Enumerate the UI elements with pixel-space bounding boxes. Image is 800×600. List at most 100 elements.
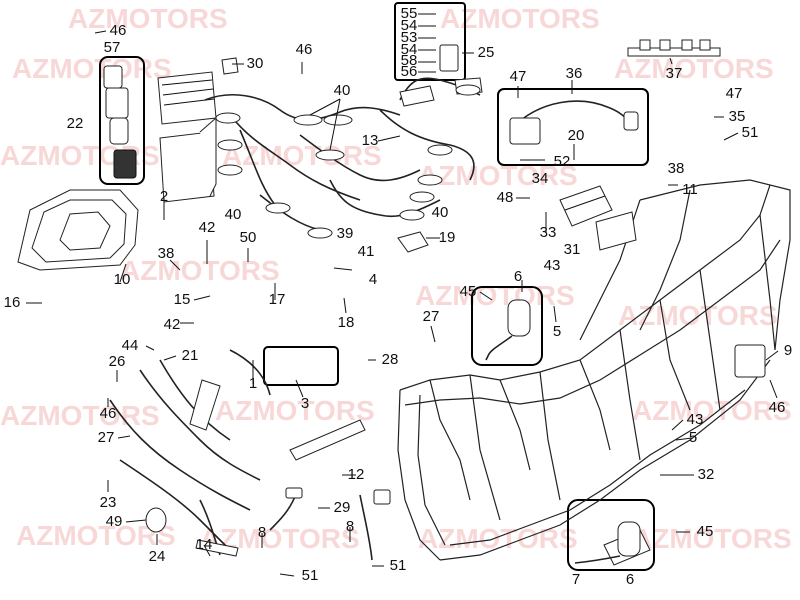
part-number-label: 4	[369, 271, 377, 288]
part-number-label: 56	[401, 63, 418, 80]
part-number-label: 50	[240, 229, 257, 246]
part-number-label: 45	[460, 283, 477, 300]
ignition-coil-top	[485, 299, 531, 361]
part-number-label: 7	[572, 571, 580, 588]
part-number-label: 34	[532, 170, 549, 187]
part-number-label: 15	[174, 291, 191, 308]
watermark: AZMOTORS	[12, 53, 172, 84]
part-number-label: 3	[301, 395, 309, 412]
part-number-label: 51	[390, 557, 407, 574]
part-number-label: 22	[67, 115, 84, 132]
part-number-label: 29	[334, 499, 351, 516]
part-number-label: 28	[382, 351, 399, 368]
ignition-coil-bottom	[574, 521, 641, 564]
part-number-label: 2	[160, 188, 168, 205]
sensor-cable-box	[497, 88, 649, 166]
part-number-label: 11	[682, 181, 698, 198]
part-number-label: 43	[544, 257, 561, 274]
ignition-coil-box-top	[471, 286, 543, 366]
part-number-label: 48	[497, 189, 514, 206]
part-number-label: 36	[566, 65, 583, 82]
part-number-label: 31	[564, 241, 581, 258]
fuse-set	[418, 13, 459, 73]
part-number-label: 6	[626, 571, 634, 588]
part-number-label: 1	[249, 375, 257, 392]
regulator	[559, 185, 637, 251]
watermark: AZMOTORS	[440, 3, 600, 34]
part-number-label: 33	[540, 224, 557, 241]
part-number-label: 23	[100, 494, 117, 511]
part-number-label: 9	[784, 342, 792, 359]
part-number-label: 8	[258, 524, 266, 541]
part-number-label: 38	[158, 245, 175, 262]
bracket-37	[627, 39, 721, 57]
part-numbers: 46 57 30 46 55 54 53 54 58 56 25 36 37 4…	[4, 5, 793, 588]
part-number-label: 10	[114, 271, 131, 288]
frame	[397, 179, 791, 566]
part-number-label: 39	[337, 225, 354, 242]
part-number-label: 18	[338, 314, 355, 331]
part-number-label: 19	[439, 229, 456, 246]
part-number-label: 46	[100, 405, 117, 422]
part-number-label: 37	[666, 65, 683, 82]
part-number-label: 47	[510, 68, 527, 85]
part-number-label: 21	[182, 347, 199, 364]
part-number-label: 13	[362, 132, 379, 149]
relay-group-box	[99, 56, 145, 185]
part-number-label: 20	[568, 127, 585, 144]
ignition-coil-box-bottom	[567, 499, 655, 571]
watermark: AZMOTORS	[215, 395, 375, 426]
part-number-label: 17	[269, 291, 286, 308]
part-number-label: 16	[4, 294, 21, 311]
watermark: AZMOTORS	[120, 255, 280, 286]
part-number-label: 51	[302, 567, 319, 584]
sensor-cable	[509, 100, 639, 145]
watermark: AZMOTORS	[68, 3, 228, 34]
part-number-label: 57	[104, 39, 121, 56]
part-number-label: 43	[687, 411, 704, 428]
watermark: AZMOTORS	[618, 300, 778, 331]
part-number-label: 52	[554, 153, 571, 170]
part-number-label: 49	[106, 513, 123, 530]
speed-sensor-cables	[269, 487, 391, 561]
part-number-label: 38	[668, 160, 685, 177]
part-number-label: 42	[164, 316, 181, 333]
fuse-group-box	[394, 2, 466, 81]
part-number-label: 40	[334, 82, 351, 99]
part-number-label: 40	[432, 204, 449, 221]
storage-box	[17, 189, 139, 271]
part-number-label: 5	[689, 429, 697, 446]
part-number-label: 12	[348, 466, 365, 483]
part-number-label: 27	[98, 429, 115, 446]
battery-assembly	[157, 57, 239, 203]
relay-assembly	[103, 65, 137, 179]
part-number-label: 40	[225, 206, 242, 223]
part-number-label: 8	[346, 518, 354, 535]
part-number-label: 14	[196, 536, 213, 553]
watermark: AZMOTORS	[614, 53, 774, 84]
part-number-label: 27	[423, 308, 440, 325]
part-number-label: 46	[296, 41, 313, 58]
watermark: AZMOTORS	[415, 280, 575, 311]
part-number-label: 26	[109, 353, 126, 370]
speedometer-cable-box	[263, 346, 339, 386]
watermark: AZMOTORS	[222, 140, 382, 171]
part-number-label: 25	[478, 44, 495, 61]
part-number-label: 47	[726, 85, 743, 102]
watermark: AZMOTORS	[632, 395, 792, 426]
part-number-label: 24	[149, 548, 166, 565]
part-number-label: 46	[769, 399, 786, 416]
part-number-label: 51	[742, 124, 759, 141]
part-number-label: 41	[358, 243, 375, 260]
part-number-label: 35	[729, 108, 746, 125]
part-number-label: 42	[199, 219, 216, 236]
watermark: AZMOTORS	[0, 400, 160, 431]
handlebar-harness	[109, 349, 366, 557]
watermark: AZMOTORS	[632, 523, 792, 554]
part-number-label: 44	[122, 337, 139, 354]
part-number-label: 45	[697, 523, 714, 540]
part-number-label: 53	[401, 29, 418, 46]
part-number-label: 54	[401, 41, 418, 58]
leader-lines	[26, 30, 779, 577]
